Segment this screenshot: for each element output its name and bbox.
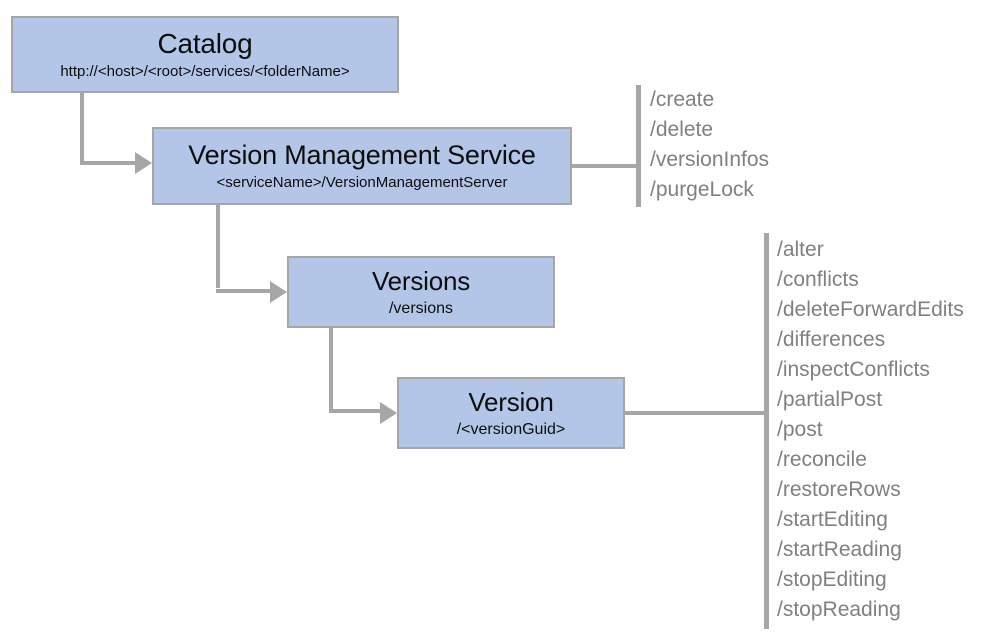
node-versions-subtitle: /versions (388, 299, 454, 317)
operation-item[interactable]: /stopReading (777, 598, 901, 621)
lead-line-service-operations (571, 164, 639, 168)
node-catalog-title: Catalog (157, 27, 253, 59)
end-bar-version-operations (764, 233, 769, 629)
connector-segment-horizontal (216, 289, 272, 293)
node-versions-title: Versions (371, 265, 471, 296)
operation-item[interactable]: /stopEditing (777, 568, 887, 591)
operation-item[interactable]: /restoreRows (777, 478, 901, 501)
node-version-management-service-title: Version Management Service (188, 139, 536, 170)
node-catalog[interactable]: Catalog http://<host>/<root>/services/<f… (11, 16, 399, 93)
lead-line-version-operations (624, 411, 766, 415)
node-version[interactable]: Version /<versionGuid> (397, 377, 625, 449)
operation-list-version: /alter /conflicts /deleteForwardEdits /d… (777, 235, 964, 625)
operation-item[interactable]: /inspectConflicts (777, 358, 930, 381)
operation-item[interactable]: /create (650, 88, 715, 111)
operation-item[interactable]: /versionInfos (650, 148, 770, 171)
operation-item[interactable]: /purgeLock (650, 178, 754, 201)
connector-segment-horizontal (80, 161, 137, 165)
node-versions[interactable]: Versions /versions (287, 256, 555, 328)
operation-list-service: /create /delete /versionInfos /purgeLock (650, 85, 769, 205)
node-version-title: Version (468, 386, 554, 417)
arrow-head-icon (270, 281, 287, 303)
connector-segment-vertical (216, 205, 220, 288)
operation-item[interactable]: /differences (777, 328, 886, 351)
operation-item[interactable]: /conflicts (777, 268, 859, 291)
operation-item[interactable]: /partialPost (777, 388, 883, 411)
node-version-management-service[interactable]: Version Management Service <serviceName>… (152, 127, 572, 205)
operation-item[interactable]: /delete (650, 118, 714, 141)
node-version-subtitle: /<versionGuid> (456, 420, 566, 438)
arrow-head-icon (380, 402, 397, 424)
connector-segment-vertical (329, 328, 333, 410)
operation-item[interactable]: /reconcile (777, 448, 867, 471)
connector-segment-vertical (80, 93, 84, 165)
end-bar-service-operations (636, 85, 641, 207)
operation-item[interactable]: /startEditing (777, 508, 888, 531)
operation-item[interactable]: /alter (777, 238, 824, 261)
node-version-management-service-subtitle: <serviceName>/VersionManagementServer (216, 173, 508, 191)
operation-item[interactable]: /startReading (777, 538, 902, 561)
operation-item[interactable]: /deleteForwardEdits (777, 298, 964, 321)
node-catalog-subtitle: http://<host>/<root>/services/<folderNam… (60, 63, 350, 81)
operation-item[interactable]: /post (777, 418, 823, 441)
arrow-head-icon (135, 152, 152, 174)
connector-segment-horizontal (329, 409, 382, 413)
